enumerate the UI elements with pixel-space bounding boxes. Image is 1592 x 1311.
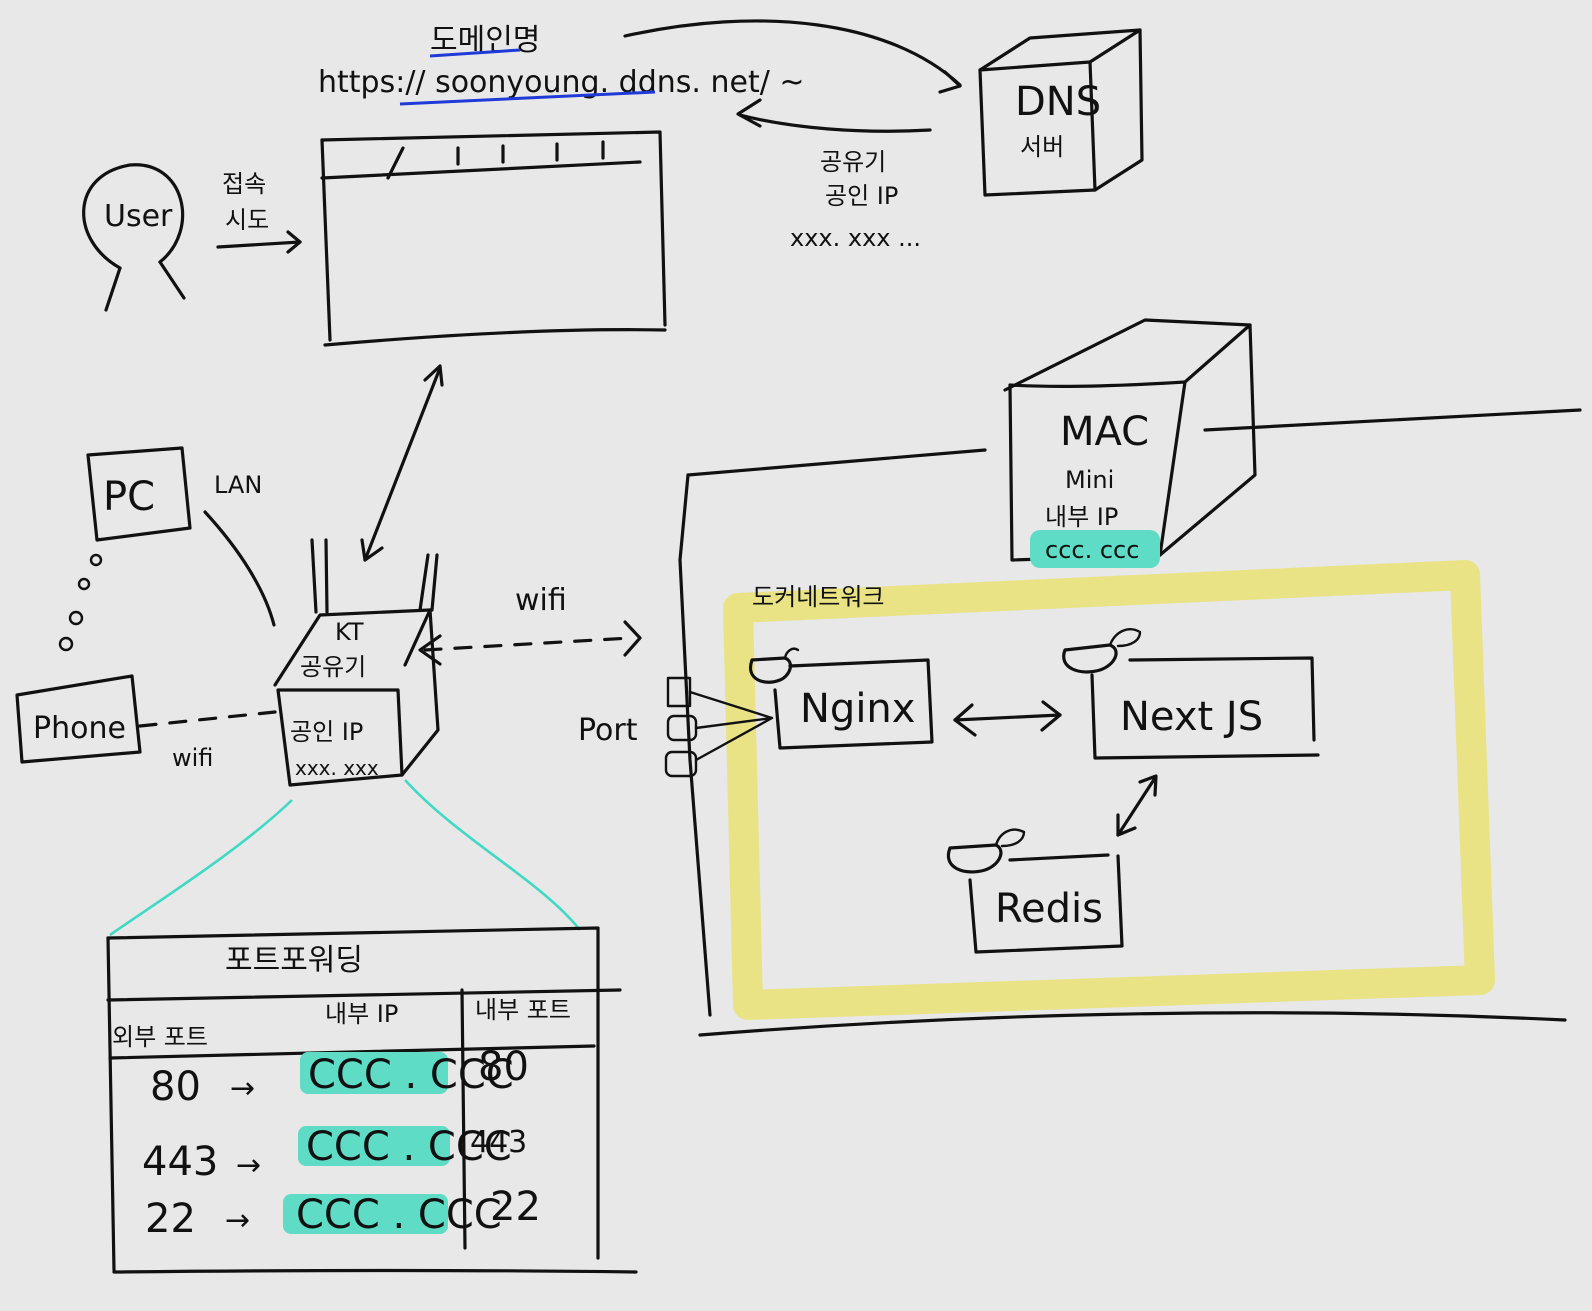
router-ip-value: xxx. xxx (295, 756, 379, 780)
forwarding-row-arrow: → (225, 1203, 250, 1238)
docker-network-label: 도커네트워크 (752, 583, 884, 611)
forwarding-row-internal: 443 (470, 1125, 527, 1160)
url-text: https:// soonyoung. ddns. net/ ~ (318, 65, 805, 100)
port-label: Port (578, 713, 638, 748)
mac-sub-label: Mini (1065, 466, 1114, 494)
arrowhead-up (423, 364, 444, 387)
thought-bubbles (58, 553, 103, 652)
docker-network-highlight (723, 560, 1495, 1020)
mac-ip-value: ccc. ccc (1045, 536, 1139, 564)
arrowhead-wifi-right (623, 620, 642, 657)
forwarding-header-external: 외부 포트 (112, 1023, 208, 1051)
forwarding-row-ip: CCC . CCC (306, 1124, 512, 1170)
user-action-line1: 접속 (222, 170, 266, 198)
user-label: User (104, 199, 173, 234)
browser-window (320, 130, 667, 347)
arrow-user-to-browser (216, 240, 302, 249)
mac-mini-box: MAC Mini 내부 IP ccc. ccc (1003, 318, 1257, 568)
router-box: KT 공유기 공인 IP xxx. xxx (273, 538, 440, 787)
pc-box: PC (86, 446, 192, 542)
url-underline (399, 90, 656, 106)
router-mac-wifi-label: wifi (515, 583, 567, 618)
forwarding-link-right (404, 779, 582, 931)
dns-server-box: DNS 서버 (978, 28, 1144, 197)
phone-connection-label: wifi (172, 744, 213, 772)
phone-box: Phone (15, 674, 142, 764)
router-name: 공유기 (300, 653, 366, 681)
arrowhead-browser (736, 98, 762, 128)
arrowhead-up-next (1138, 774, 1158, 797)
forwarding-row-external: 80 (150, 1064, 201, 1110)
dns-response-ip: xxx. xxx ... (790, 224, 921, 252)
port-forwarding-table: 포트포워딩 외부 포트 내부 IP 내부 포트 80 → CCC . CCC 8… (106, 926, 638, 1274)
forwarding-row-ip: CCC . CCC (296, 1192, 502, 1238)
dns-label: DNS (1015, 79, 1101, 125)
forwarding-link-left (109, 799, 293, 937)
router-brand: KT (335, 618, 364, 646)
arrow-url-to-dns (623, 19, 962, 87)
forwarding-header-ip: 내부 IP (325, 1000, 398, 1028)
router-mac-wifi-line (423, 636, 632, 652)
domain-title-underline (429, 48, 521, 58)
phone-wifi-line (138, 710, 277, 728)
arrowhead-nginx (953, 703, 977, 737)
mac-mini-outline (678, 408, 1582, 1037)
user-figure: User (82, 163, 186, 312)
pc-label: PC (103, 474, 155, 520)
arrowhead-user (286, 230, 302, 254)
arrow-browser-router (363, 366, 442, 562)
ip-highlight (298, 1126, 450, 1166)
dns-response-title1: 공유기 (820, 148, 886, 176)
arrowhead-wifi-left (418, 634, 442, 666)
redis-label: Redis (995, 886, 1103, 932)
forwarding-row-internal: 22 (490, 1184, 541, 1230)
ip-highlight (300, 1052, 448, 1094)
arrow-next-redis (1116, 776, 1157, 837)
forwarding-row-internal: 80 (478, 1044, 529, 1090)
mac-label: MAC (1060, 409, 1149, 455)
port-connector (664, 676, 774, 778)
phone-label: Phone (33, 711, 126, 746)
redis-container: Redis (946, 828, 1124, 954)
arrowhead-down-redis (1116, 813, 1137, 837)
ip-highlight (283, 1194, 448, 1234)
dns-sub-label: 서버 (1020, 133, 1064, 161)
pc-connection-label: LAN (214, 471, 262, 499)
mac-ip-title: 내부 IP (1045, 503, 1118, 531)
arrowhead-next (1040, 700, 1062, 732)
forwarding-row-arrow: → (236, 1148, 261, 1183)
nginx-container: Nginx (748, 647, 934, 750)
lan-line (203, 510, 276, 627)
forwarding-row-arrow: → (230, 1071, 255, 1106)
dns-response-title2: 공인 IP (825, 182, 898, 210)
forwarding-header-internal: 내부 포트 (475, 996, 571, 1024)
nextjs-label: Next JS (1120, 694, 1263, 740)
arrowhead-down (360, 538, 384, 562)
url-group: 도메인명 https:// soonyoung. ddns. net/ ~ (318, 23, 805, 106)
router-ip-title: 공인 IP (290, 718, 363, 746)
forwarding-row-ip: CCC . CCC (308, 1052, 514, 1098)
forwarding-row-external: 443 (142, 1139, 218, 1185)
arrow-nginx-next (953, 713, 1062, 722)
user-action-line2: 시도 (225, 206, 269, 234)
mac-ip-highlight (1030, 530, 1160, 568)
arrowhead-dns (938, 70, 962, 94)
arrow-dns-to-browser (738, 113, 932, 133)
forwarding-row-external: 22 (145, 1196, 196, 1242)
nginx-label: Nginx (800, 686, 915, 732)
nextjs-container: Next JS (1062, 628, 1320, 760)
forwarding-title: 포트포워딩 (225, 943, 363, 978)
